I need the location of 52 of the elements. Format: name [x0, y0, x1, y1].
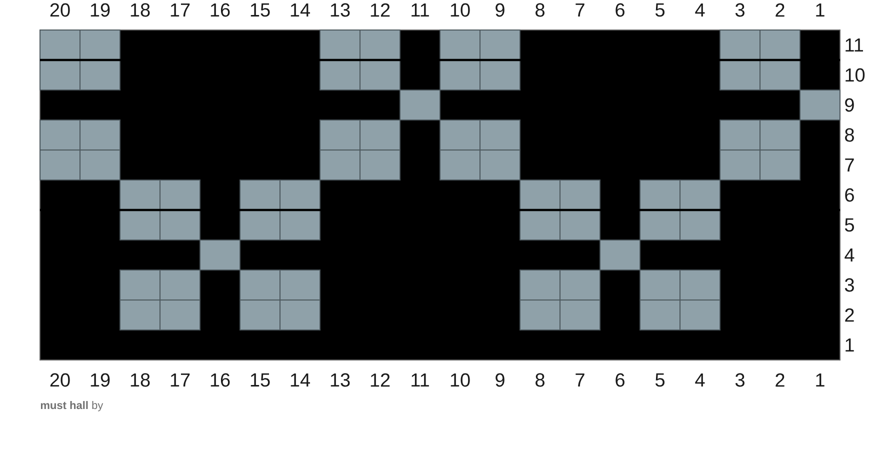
column-number: 12: [370, 3, 390, 17]
column-number: 7: [576, 3, 584, 17]
column-number: 11: [412, 3, 429, 17]
column-number: 9: [496, 3, 504, 17]
column-number: 13: [330, 373, 350, 387]
column-number: 10: [450, 373, 470, 387]
row-number: 5: [844, 218, 854, 232]
column-number: 8: [536, 3, 544, 17]
column-number: 10: [450, 3, 470, 17]
column-number: 3: [735, 373, 744, 387]
row-number: 8: [845, 128, 854, 142]
column-number: 2: [776, 373, 784, 387]
column-number: 19: [90, 3, 110, 17]
column-number: 18: [130, 373, 150, 387]
column-number: 5: [655, 3, 664, 17]
column-number: 20: [50, 373, 70, 387]
row-number: 7: [845, 158, 854, 172]
row-number: 9: [845, 98, 854, 112]
column-number: 4: [695, 3, 705, 17]
column-number: 16: [210, 373, 230, 387]
column-number: 15: [250, 373, 270, 387]
column-number: 16: [210, 3, 230, 17]
column-number: 17: [170, 3, 190, 17]
column-number: 6: [616, 3, 624, 17]
column-number: 12: [370, 373, 390, 387]
row-number: 3: [844, 278, 854, 292]
column-number: 13: [330, 3, 350, 17]
row-number: 11: [846, 38, 863, 52]
column-number: 3: [735, 3, 744, 17]
column-number: 8: [536, 373, 544, 387]
row-number: 2: [845, 308, 854, 322]
column-number: 6: [616, 373, 624, 387]
column-number: 19: [90, 373, 110, 387]
column-number: 18: [130, 3, 150, 17]
row-number: 4: [844, 248, 854, 262]
column-number: 14: [290, 373, 310, 387]
column-number: 2: [776, 3, 784, 17]
column-number: 15: [250, 3, 270, 17]
row-number: 6: [845, 188, 854, 202]
column-number: 4: [695, 373, 705, 387]
column-number: 1: [816, 373, 824, 387]
row-number: 10: [846, 68, 865, 82]
row-number: 1: [846, 338, 854, 352]
column-number: 11: [412, 373, 429, 387]
column-number: 9: [496, 373, 504, 387]
column-number: 7: [576, 373, 584, 387]
chart-caption: must hall by: [40, 401, 104, 412]
column-number: 14: [290, 3, 310, 17]
column-number: 20: [50, 3, 70, 17]
column-number: 17: [170, 373, 190, 387]
column-number: 5: [655, 373, 664, 387]
column-number: 1: [816, 3, 824, 17]
